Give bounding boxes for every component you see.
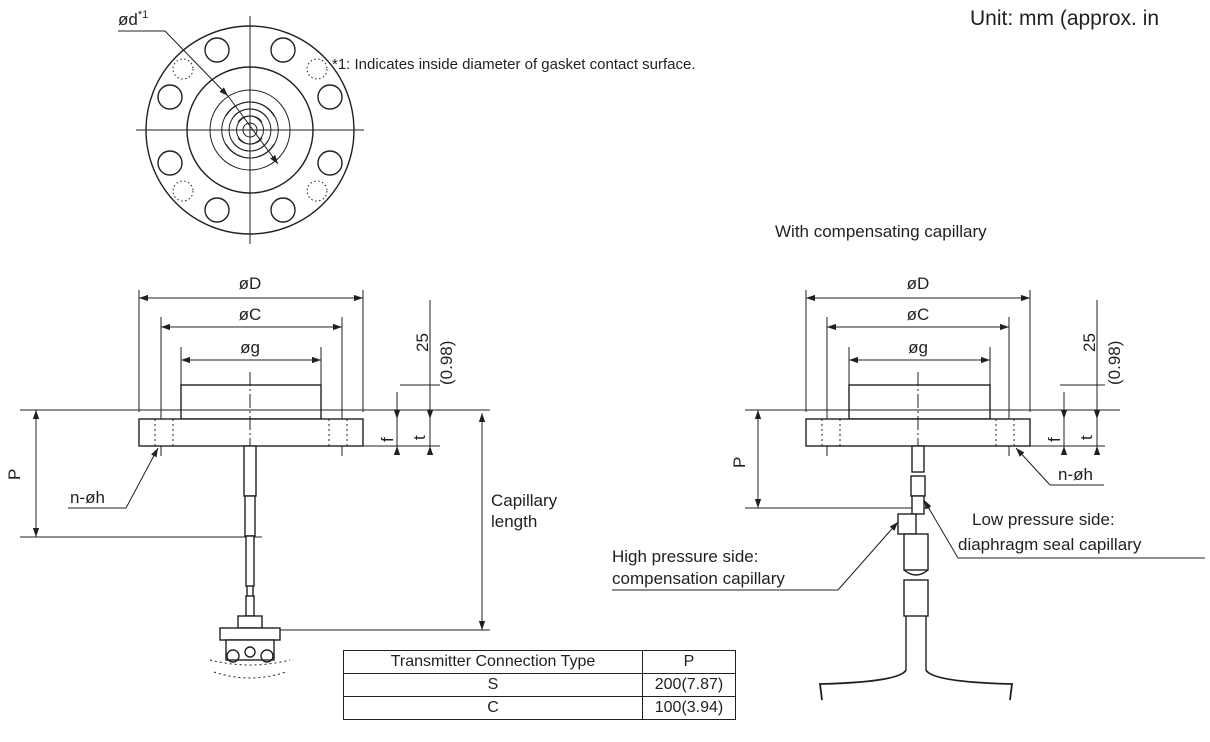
table-cell: S	[343, 673, 643, 697]
hidden-bolt-hole	[172, 58, 194, 80]
dim-098-left: (0.98)	[437, 341, 456, 385]
label-f-left: f	[378, 437, 397, 442]
hidden-bolt-hole	[172, 180, 194, 202]
low-pressure-label-1: Low pressure side:	[972, 510, 1115, 529]
label-d: ød*1	[118, 9, 148, 29]
table-cell: 100(3.94)	[642, 696, 736, 720]
label-g-left: øg	[240, 338, 260, 357]
label-D-right: øD	[907, 274, 930, 293]
flange-side-view-right	[612, 290, 1205, 701]
table-cell: 200(7.87)	[642, 673, 736, 697]
label-nh-right: n-øh	[1058, 465, 1093, 484]
flange-side-view-left	[20, 290, 490, 679]
connection-type-table: Transmitter Connection Type P S 200(7.87…	[343, 650, 736, 720]
right-view-title: With compensating capillary	[775, 222, 987, 241]
unit-label: Unit: mm (approx. in	[970, 7, 1159, 30]
hidden-bolt-hole	[306, 180, 328, 202]
flange-top-view	[118, 16, 364, 244]
bolt-hole	[204, 197, 230, 223]
flange-body	[138, 418, 364, 447]
dim-25-left: 25	[413, 333, 432, 352]
high-pressure-label-1: High pressure side:	[612, 547, 758, 566]
low-pressure-label-2: diaphragm seal capillary	[958, 535, 1142, 554]
bolt-hole	[270, 37, 296, 63]
label-t-right: t	[1077, 435, 1096, 440]
table-header-type: Transmitter Connection Type	[343, 650, 643, 674]
table-header-row: Transmitter Connection Type P	[343, 650, 736, 674]
dim-098-right: (0.98)	[1105, 341, 1124, 385]
capillary-length-label-1: Capillary	[491, 491, 558, 510]
bolt-hole	[157, 150, 183, 176]
table-header-p: P	[642, 650, 736, 674]
label-f-right: f	[1045, 437, 1064, 442]
table-row: S 200(7.87)	[343, 673, 736, 697]
footnote: *1: Indicates inside diameter of gasket …	[332, 56, 696, 73]
bolt-hole	[317, 150, 343, 176]
label-P-left: P	[5, 469, 24, 480]
bolt-hole	[204, 37, 230, 63]
label-nh-left: n-øh	[70, 488, 105, 507]
hidden-bolt-hole	[306, 58, 328, 80]
label-P-right: P	[730, 457, 749, 468]
capillary-length-label-2: length	[491, 512, 537, 531]
label-g-right: øg	[908, 338, 928, 357]
label-C-right: øC	[907, 305, 930, 324]
bolt-hole	[157, 84, 183, 110]
raised-face	[180, 384, 322, 420]
label-D-left: øD	[239, 274, 262, 293]
bolt-hole	[317, 84, 343, 110]
table-cell: C	[343, 696, 643, 720]
dim-25-right: 25	[1080, 333, 1099, 352]
high-pressure-label-2: compensation capillary	[612, 569, 785, 588]
table-row: C 100(3.94)	[343, 696, 736, 720]
label-t-left: t	[410, 435, 429, 440]
bolt-hole	[270, 197, 296, 223]
label-C-left: øC	[239, 305, 262, 324]
